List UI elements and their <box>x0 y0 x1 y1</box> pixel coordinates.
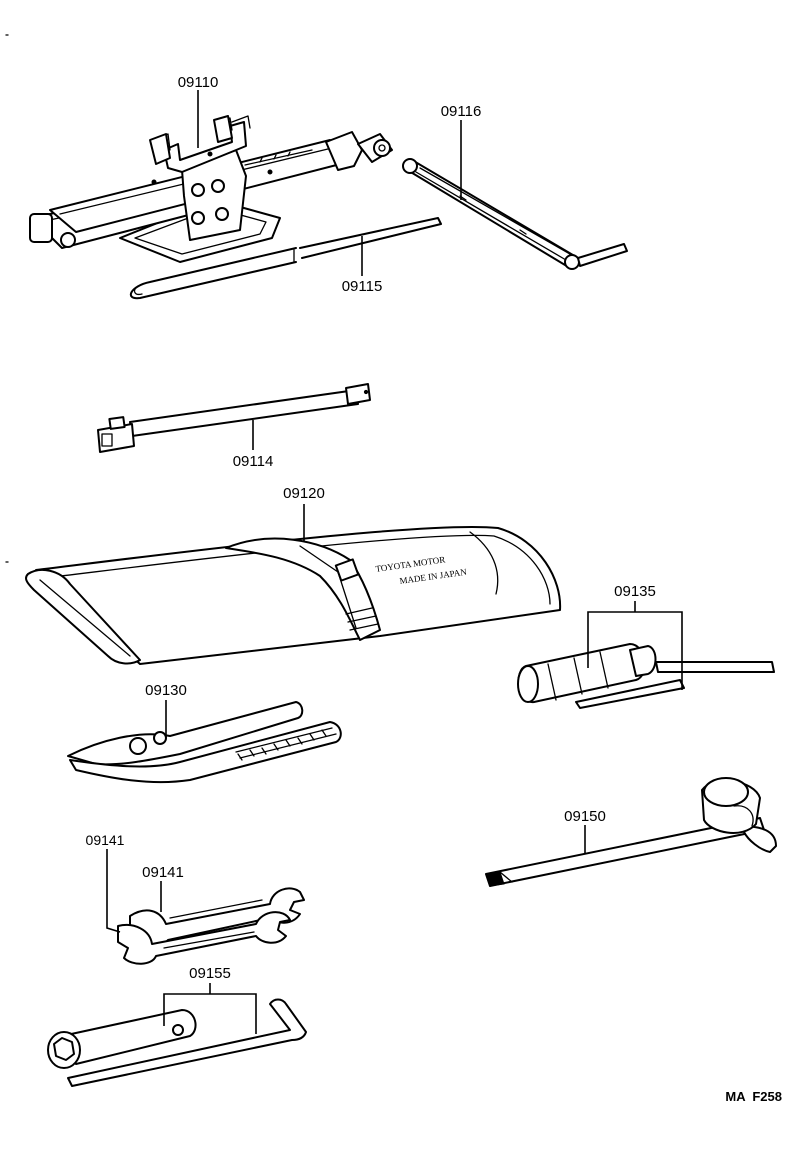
callout-spanner-b: 09141 <box>142 864 184 881</box>
plug-wrench-drawing <box>47 998 307 1087</box>
callout-jack: 09110 <box>178 74 219 91</box>
callout-jack-handle: 09116 <box>441 103 482 120</box>
callout-jack-hook: 09115 <box>342 278 383 295</box>
tool-bag-drawing: TOYOTA MOTOR MADE IN JAPAN <box>25 525 562 665</box>
wheel-wrench-drawing <box>485 777 777 887</box>
callout-screwdriver: 09135 <box>614 583 656 600</box>
screwdriver-drawing <box>517 643 775 709</box>
callout-pliers: 09130 <box>145 682 187 699</box>
spanners-drawing <box>117 887 305 965</box>
extension-bar-drawing <box>97 383 371 453</box>
callout-plug-wrench: 09155 <box>189 965 231 982</box>
jack-hook-drawing <box>129 217 442 300</box>
callout-spanner-a: 09141 <box>86 832 125 848</box>
jack-handle-drawing <box>402 158 628 270</box>
figure-reference-code: MA F258 <box>725 1089 782 1104</box>
callout-tool-bag: 09120 <box>283 485 325 502</box>
pliers-drawing <box>67 701 342 784</box>
jack-drawing <box>29 115 393 263</box>
callout-wheel-wrench: 09150 <box>564 808 606 825</box>
callout-extension-bar: 09114 <box>233 453 274 470</box>
leader-lines <box>106 90 683 1034</box>
